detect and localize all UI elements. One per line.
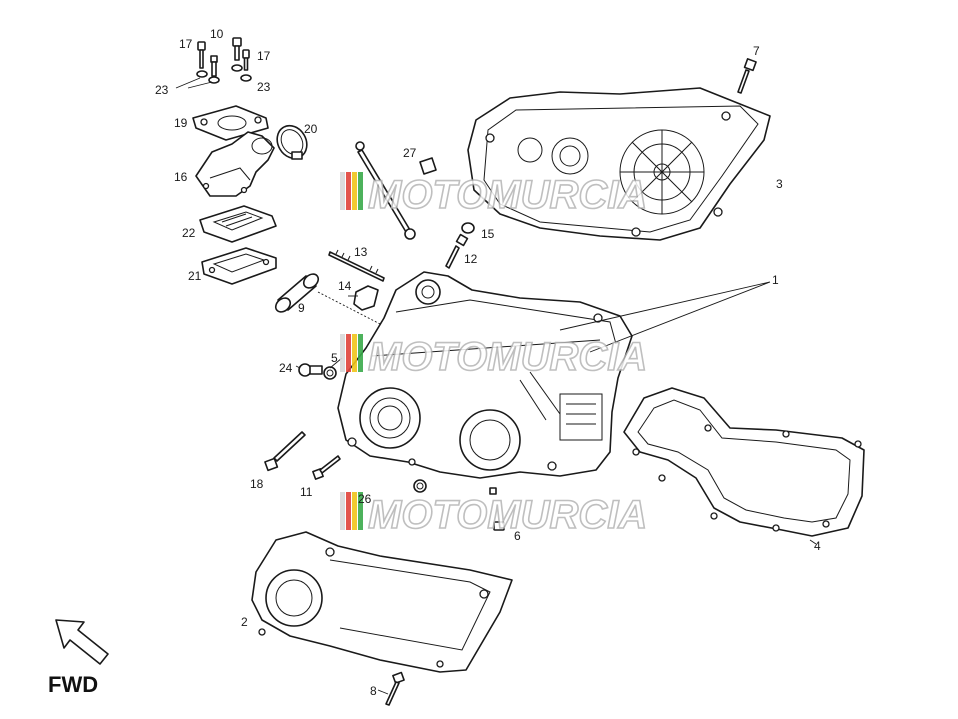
- callout-27: 27: [403, 146, 417, 160]
- small-bolt-6: [489, 487, 505, 531]
- watermark-bottom: MOTOMURCIA: [340, 492, 648, 538]
- callout-17-right: 17: [257, 49, 271, 63]
- callout-23-right: 23: [257, 80, 271, 94]
- bolt-8: [385, 671, 405, 706]
- callout-10: 10: [210, 27, 224, 41]
- callout-7: 7: [753, 44, 760, 58]
- bolt-12-15: [445, 222, 475, 269]
- stud-rod: [355, 141, 416, 240]
- callout-23-left: 23: [155, 83, 169, 97]
- watermark-top: MOTOMURCIA: [340, 172, 648, 218]
- leader-lines: [175, 77, 817, 695]
- callout-8: 8: [370, 684, 377, 698]
- hose-clamp-20: [276, 124, 308, 160]
- callout-3: 3: [776, 177, 783, 191]
- intake-gasket-19: [192, 105, 269, 141]
- callout-16: 16: [174, 170, 188, 184]
- bolt-18: [264, 431, 306, 472]
- callout-24: 24: [279, 361, 293, 375]
- callout-18: 18: [250, 477, 264, 491]
- callout-12: 12: [464, 252, 478, 266]
- intake-manifold-16: [195, 131, 275, 197]
- callout-9: 9: [298, 301, 305, 315]
- flywheel-cover-2: [251, 531, 513, 673]
- callout-21: 21: [188, 269, 202, 283]
- callout-17-left: 17: [179, 37, 193, 51]
- callout-6: 6: [514, 529, 521, 543]
- transmission-cover-3: [467, 87, 771, 241]
- callout-15: 15: [481, 227, 495, 241]
- callout-19: 19: [174, 116, 188, 130]
- drain-plug-26: [413, 479, 427, 493]
- callout-2: 2: [241, 615, 248, 629]
- callout-4: 4: [814, 539, 821, 553]
- watermark-text: MOTOMURCIA: [368, 493, 647, 537]
- fwd-label: FWD: [48, 672, 98, 697]
- spacer-14: [353, 285, 379, 311]
- callout-14: 14: [338, 279, 352, 293]
- watermark-text: MOTOMURCIA: [368, 335, 647, 379]
- bolt-11: [312, 455, 341, 480]
- watermark-middle: MOTOMURCIA: [340, 334, 648, 380]
- callout-13: 13: [354, 245, 368, 259]
- callout-22: 22: [182, 226, 196, 240]
- callout-5: 5: [331, 351, 338, 365]
- intake-bolts: [196, 37, 252, 84]
- cover-gasket-4: [623, 387, 865, 537]
- crankcase-1: [337, 271, 633, 479]
- reed-gasket-21: [201, 247, 277, 285]
- callout-26: 26: [358, 492, 372, 506]
- fitting-24-5: [298, 363, 337, 380]
- long-stud-13: [328, 249, 385, 282]
- sleeve-9: [274, 273, 385, 327]
- bolt-7: [737, 58, 757, 94]
- callout-20: 20: [304, 122, 318, 136]
- callout-1: 1: [772, 273, 779, 287]
- callout-11: 11: [300, 485, 313, 499]
- plug-27: [419, 157, 437, 175]
- fwd-arrow-icon: [55, 619, 109, 665]
- reed-valve-22: [199, 205, 277, 243]
- watermark-text: MOTOMURCIA: [368, 173, 647, 217]
- callout-numbers: 10 17 17 23 23 19 20 16 22 21 27 13 14 9…: [155, 27, 821, 698]
